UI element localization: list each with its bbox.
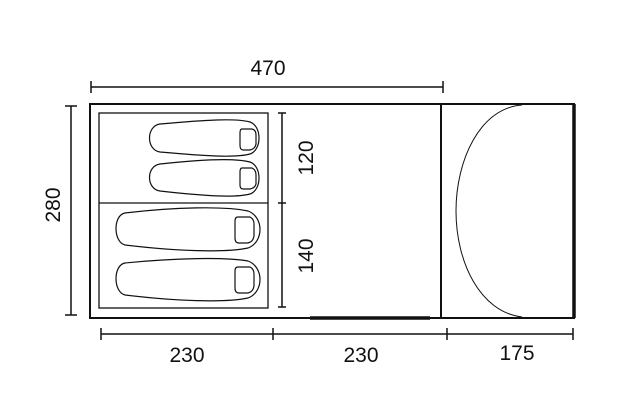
sleeping-bag-icon — [148, 158, 260, 197]
sleeping-bag-icon — [148, 119, 260, 157]
porch-door-arc — [455, 104, 523, 318]
segment-2-label: 230 — [343, 344, 378, 367]
top-dimension-line — [90, 81, 444, 93]
overall-width-label: 280 — [42, 187, 65, 222]
bedroom-upper-label: 120 — [295, 140, 318, 175]
tent-outline — [89, 103, 575, 319]
bedroom-dimension-line — [278, 112, 286, 308]
segment-1-label: 230 — [169, 344, 204, 367]
overall-length-label: 470 — [250, 57, 285, 80]
bedroom-outline — [98, 112, 269, 309]
segment-3-label: 175 — [499, 342, 534, 365]
sleeping-bag-icon — [115, 257, 261, 302]
left-dimension-line — [65, 105, 77, 316]
sleeping-bag-icon — [115, 207, 261, 252]
bedroom-lower-label: 140 — [295, 238, 318, 273]
bottom-dimension-line — [100, 328, 574, 340]
